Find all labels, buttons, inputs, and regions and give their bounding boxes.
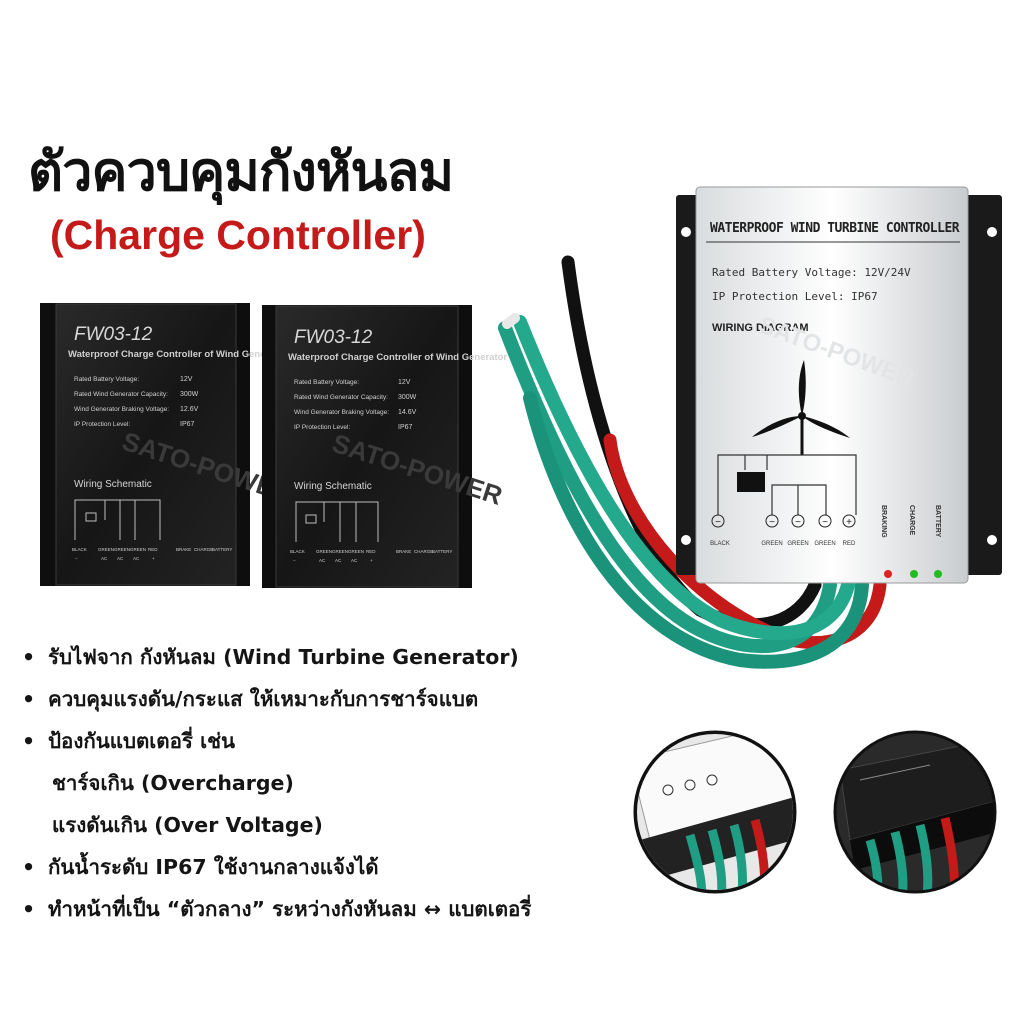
wiring-schematic — [295, 501, 379, 542]
svg-text:GREEN: GREEN — [114, 547, 130, 552]
braking-led — [884, 570, 892, 578]
battery-icon — [737, 472, 765, 492]
svg-text:12V: 12V — [180, 376, 193, 383]
svg-text:RED: RED — [843, 541, 856, 547]
svg-text:BRAKE: BRAKE — [176, 547, 191, 552]
cables — [498, 255, 887, 669]
model-label: FW03-12 — [74, 324, 153, 345]
svg-text:GREEN: GREEN — [348, 549, 364, 554]
list-item: ชาร์จเกิน (Overcharge) — [52, 771, 294, 795]
svg-text:BRAKE: BRAKE — [396, 549, 411, 554]
charge-led — [910, 570, 918, 578]
svg-text:−: − — [75, 556, 78, 561]
feature-list: •รับไฟจาก กังหันลม (Wind Turbine Generat… — [22, 636, 531, 930]
svg-text:BATTERY: BATTERY — [432, 549, 452, 554]
svg-text:IP67: IP67 — [398, 424, 413, 431]
model-label: FW03-12 — [294, 327, 373, 348]
svg-text:IP Protection Level:: IP Protection Level: — [74, 421, 130, 428]
svg-text:+: + — [846, 517, 852, 528]
svg-text:RED: RED — [148, 547, 158, 552]
wiring-label: Wiring Schematic — [74, 479, 152, 490]
wiring-schematic — [74, 499, 161, 540]
svg-text:AC: AC — [101, 556, 108, 561]
svg-text:BRAKING: BRAKING — [880, 505, 887, 538]
svg-text:GREEN: GREEN — [130, 547, 146, 552]
svg-text:AC: AC — [351, 558, 358, 563]
svg-text:−: − — [293, 558, 296, 563]
svg-text:Rated Battery Voltage:: Rated Battery Voltage: — [74, 376, 139, 383]
svg-text:BLACK: BLACK — [72, 547, 87, 552]
svg-text:BATTERY: BATTERY — [212, 547, 232, 552]
svg-text:300W: 300W — [180, 391, 199, 398]
wiring-lines — [717, 454, 857, 515]
svg-text:BATTERY: BATTERY — [934, 505, 941, 538]
svg-text:GREEN: GREEN — [787, 541, 808, 547]
svg-text:GREEN: GREEN — [814, 541, 835, 547]
svg-text:CHARGE: CHARGE — [194, 547, 213, 552]
svg-text:Rated Battery Voltage:: Rated Battery Voltage: — [294, 379, 359, 386]
subtitle: Waterproof Charge Controller of Wind Gen… — [288, 352, 507, 363]
svg-text:14.6V: 14.6V — [398, 409, 417, 416]
svg-text:+: + — [152, 556, 155, 561]
controller-title: WATERPROOF WIND TURBINE CONTROLLER — [710, 221, 960, 236]
svg-text:GREEN: GREEN — [316, 549, 332, 554]
list-item: •รับไฟจาก กังหันลม (Wind Turbine Generat… — [22, 645, 519, 669]
headline-thai: ตัวควบคุมกังหันลม — [28, 140, 454, 203]
svg-text:AC: AC — [335, 558, 342, 563]
svg-text:Rated Wind Generator Capacity:: Rated Wind Generator Capacity: — [74, 391, 168, 398]
list-item: แรงดันเกิน (Over Voltage) — [52, 813, 323, 837]
svg-text:+: + — [370, 558, 373, 563]
closeup-white-terminals — [633, 730, 797, 894]
svg-text:IP Protection Level: IP67: IP Protection Level: IP67 — [712, 290, 878, 303]
list-item: •กันน้ำระดับ IP67 ใช้งานกลางแจ้งได้ — [22, 855, 379, 879]
svg-text:CHARGE: CHARGE — [414, 549, 433, 554]
svg-text:~: ~ — [769, 517, 775, 528]
svg-text:12V: 12V — [398, 379, 411, 386]
svg-text:IP Protection Level:: IP Protection Level: — [294, 424, 350, 431]
svg-text:IP67: IP67 — [180, 421, 195, 428]
svg-text:Wind Generator Braking Voltage: Wind Generator Braking Voltage: — [74, 406, 169, 413]
svg-text:Rated Battery Voltage: 12V/24V: Rated Battery Voltage: 12V/24V — [712, 266, 911, 279]
svg-text:BLACK: BLACK — [290, 549, 305, 554]
svg-text:GREEN: GREEN — [98, 547, 114, 552]
svg-text:~: ~ — [795, 517, 801, 528]
closeup-black-terminals — [833, 730, 997, 894]
svg-text:Wind Generator Braking Voltage: Wind Generator Braking Voltage: — [294, 409, 389, 416]
wiring-label: Wiring Schematic — [294, 481, 372, 492]
black-controller-right: FW03-12 Waterproof Charge Controller of … — [262, 305, 507, 588]
svg-text:GREEN: GREEN — [332, 549, 348, 554]
svg-text:Rated Wind Generator Capacity:: Rated Wind Generator Capacity: — [294, 394, 388, 401]
svg-text:−: − — [715, 517, 721, 528]
list-item: •ทำหน้าที่เป็น “ตัวกลาง” ระหว่างกังหันลม… — [22, 897, 532, 921]
svg-text:AC: AC — [133, 556, 140, 561]
svg-text:CHARGE: CHARGE — [908, 505, 915, 536]
list-item: •ป้องกันแบตเตอรี่ เช่น — [22, 729, 236, 753]
svg-text:300W: 300W — [398, 394, 417, 401]
battery-led — [934, 570, 942, 578]
svg-text:GREEN: GREEN — [761, 541, 782, 547]
wiring-diagram-label: WIRING DIAGRAM — [712, 322, 809, 334]
list-item: •ควบคุมแรงดัน/กระแส ให้เหมาะกับการชาร์จแ… — [22, 687, 479, 711]
subtitle: Waterproof Charge Controller of Wind Gen… — [68, 349, 287, 360]
svg-text:RED: RED — [366, 549, 376, 554]
svg-text:AC: AC — [319, 558, 326, 563]
svg-text:AC: AC — [117, 556, 124, 561]
svg-text:12.6V: 12.6V — [180, 406, 199, 413]
svg-text:BLACK: BLACK — [710, 541, 730, 547]
white-controller: WATERPROOF WIND TURBINE CONTROLLER Rated… — [676, 186, 1002, 584]
headline-english: (Charge Controller) — [50, 212, 426, 258]
wind-turbine-icon — [752, 360, 850, 455]
svg-text:~: ~ — [822, 517, 828, 528]
black-controller-left: FW03-12 Waterproof Charge Controller of … — [40, 303, 296, 586]
